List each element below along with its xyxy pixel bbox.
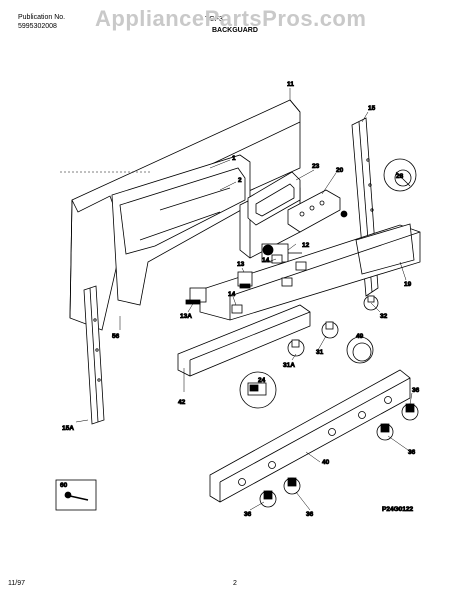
- label-13a: 13A: [180, 313, 192, 320]
- label-11: 11: [287, 81, 294, 88]
- label-14-upper: 14: [262, 257, 270, 264]
- light-switch-24: [239, 371, 277, 409]
- leader-lines: [60, 88, 413, 511]
- knob-49: [346, 336, 374, 364]
- knob-31a: [287, 339, 305, 357]
- clock-bezel: [247, 171, 301, 226]
- label-1: 1: [232, 155, 236, 162]
- screw-60: [55, 479, 97, 511]
- part-code: P24G0122: [382, 506, 413, 513]
- knob-28: [383, 158, 417, 192]
- label-42: 42: [178, 399, 186, 406]
- front-knob-2: [376, 423, 394, 441]
- backguard-frame: [111, 154, 251, 306]
- label-36-b: 36: [408, 449, 416, 456]
- label-28: 28: [396, 173, 404, 180]
- front-panel: [209, 369, 411, 503]
- front-knob-4: [259, 490, 277, 508]
- watermark: AppliancePartsPros.com: [95, 6, 367, 31]
- label-20: 20: [336, 167, 344, 174]
- label-32: 32: [380, 313, 388, 320]
- label-31: 31: [316, 349, 324, 356]
- label-49: 49: [356, 333, 364, 340]
- label-14-lower: 14: [228, 291, 236, 298]
- footer-page: 2: [233, 580, 237, 587]
- label-60: 60: [60, 482, 68, 489]
- label-2: 2: [238, 177, 242, 184]
- front-knob-1: [401, 403, 419, 421]
- clock-timer: [287, 189, 348, 233]
- knob-31: [321, 321, 339, 339]
- section-title: BACKGUARD: [212, 27, 258, 34]
- label-36-a: 36: [412, 387, 420, 394]
- lower-bracket: [177, 304, 311, 377]
- label-36-c: 36: [244, 511, 252, 518]
- end-cap-left: [83, 285, 105, 425]
- label-24: 24: [258, 377, 266, 384]
- label-12: 12: [302, 242, 310, 249]
- footer-date: 11/97: [8, 580, 25, 587]
- label-23: 23: [312, 163, 320, 170]
- publication-number: 5995302008: [18, 23, 57, 30]
- label-13: 13: [237, 261, 245, 268]
- label-15: 15: [368, 105, 376, 112]
- front-knob-3: [283, 477, 301, 495]
- label-15a: 15A: [62, 425, 74, 432]
- label-31a: 31A: [283, 362, 295, 369]
- control-panel: [199, 223, 421, 321]
- switch-components: [185, 254, 307, 314]
- model-number: TGF3: [205, 16, 223, 23]
- label-56: 56: [112, 333, 120, 340]
- label-36-d: 36: [306, 511, 314, 518]
- publication-label: Publication No.: [18, 14, 66, 21]
- label-40: 40: [322, 459, 330, 466]
- label-19: 19: [404, 281, 412, 288]
